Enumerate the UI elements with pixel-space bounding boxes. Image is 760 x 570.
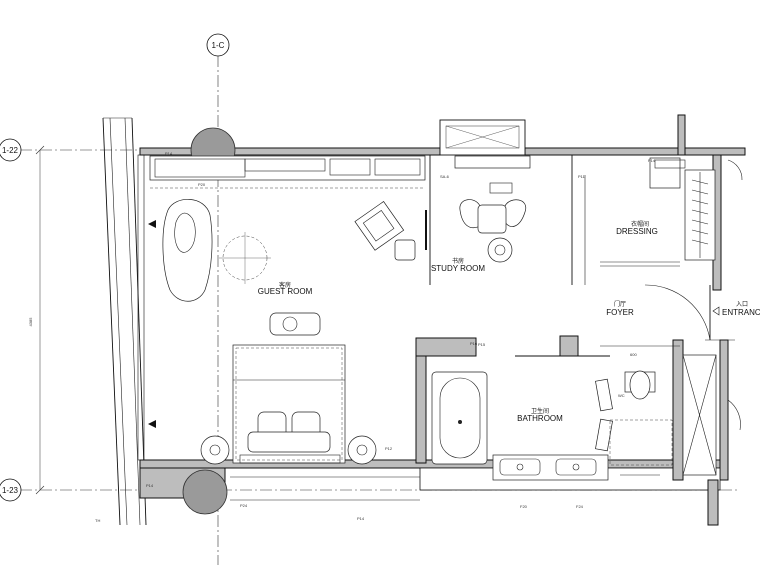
section-arrows [148, 220, 156, 428]
study-chairs [459, 182, 527, 263]
tag-p24: P24 [240, 503, 248, 508]
tag-p14-top: P14 [165, 151, 173, 156]
tag-p20-top: P20 [198, 182, 206, 187]
grid-axes: 1-C 1-22 1-23 [0, 33, 740, 565]
tag-p15: P15 [478, 342, 486, 347]
grid-bubble-1c: 1-C [206, 33, 230, 57]
tag-p12: P12 [385, 446, 393, 451]
tag-sa6: SA-6 [440, 174, 450, 179]
wardrobe-hangers [691, 172, 709, 258]
label-foyer: FOYER [606, 308, 634, 317]
towel-shelves [595, 378, 613, 452]
study-partition [425, 155, 431, 285]
tag-p14-left: P14 [146, 483, 154, 488]
label-guest-room-cn: 客房 [279, 281, 291, 289]
grid-label-1-22: 1-22 [2, 146, 19, 155]
study-desk: SA-6 [440, 155, 531, 179]
bed [232, 344, 346, 464]
label-foyer-cn: 门厅 [614, 300, 626, 308]
chaise-lounge [162, 198, 213, 302]
tag-p11: P11 [578, 174, 586, 179]
shower [609, 419, 673, 476]
nightstand-right: P12 [347, 435, 393, 465]
label-bathroom: BATHROOM [517, 414, 563, 423]
tag-p16: P16 [470, 341, 478, 346]
label-dressing-cn: 衣帽间 [631, 220, 649, 228]
bathroom-walls [415, 335, 684, 481]
vanity: F20 F24 [492, 454, 609, 509]
tag-f20: F20 [520, 504, 528, 509]
entrance-door [644, 284, 735, 341]
facade-left: TH [95, 117, 147, 526]
side-stool [394, 239, 416, 261]
service-shaft [682, 354, 717, 476]
label-wc: WC [618, 393, 625, 398]
corner-mark: TH [95, 518, 100, 523]
tag-f24: F24 [576, 504, 584, 509]
toilet: WC [618, 370, 656, 400]
grid-bubble-1-22: 1-22 [0, 138, 22, 162]
label-entrance: ENTRANCE [722, 308, 760, 317]
tag-p14-bottom: P14 [357, 516, 365, 521]
label-study-room-cn: 书房 [452, 257, 464, 265]
structural-column-bottom [182, 469, 228, 515]
exterior-door-right [727, 159, 743, 431]
nightstand-left [200, 435, 230, 465]
armchair [354, 201, 405, 251]
grid-bubble-1-23: 1-23 [0, 478, 22, 502]
label-bathroom-cn: 卫生间 [531, 407, 549, 415]
dimension-600: 600 [630, 352, 637, 357]
entrance-marker: 入口 ENTRANCE [712, 301, 760, 317]
label-dressing: DRESSING [616, 227, 658, 236]
left-dimension: 4385 [28, 145, 45, 495]
bathtub [431, 371, 488, 465]
dimension-text-left: 4385 [28, 317, 33, 327]
top-cabinet-row: P14 P20 [149, 151, 426, 189]
dressing-room-walls [571, 155, 716, 285]
grid-label-1c: 1-C [212, 41, 225, 50]
label-guest-room: GUEST ROOM [258, 287, 313, 296]
grid-label-1-23: 1-23 [2, 486, 19, 495]
tag-p14-right: P14 [648, 158, 656, 163]
label-entrance-cn: 入口 [736, 301, 748, 308]
bench-top [269, 312, 321, 336]
label-study-room: STUDY ROOM [431, 264, 485, 273]
